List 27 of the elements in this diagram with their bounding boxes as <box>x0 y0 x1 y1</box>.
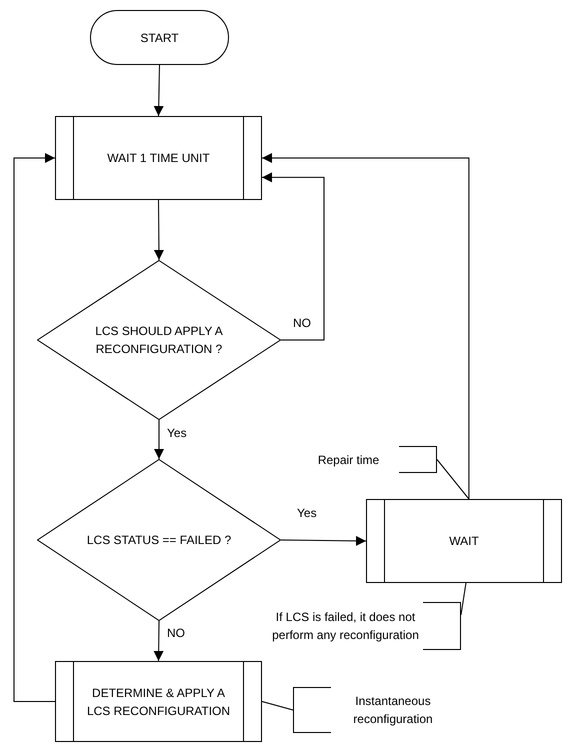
node-label: WAIT <box>449 533 479 550</box>
arrow <box>154 64 164 116</box>
node-label: DETERMINE & APPLY A LCS RECONFIGURATION <box>86 684 232 720</box>
edge-label: Yes <box>296 506 318 520</box>
node-label: If LCS is failed, it does not perform any reconfiguration <box>271 609 420 644</box>
node-label: LCS SHOULD APPLY A RECONFIGURATION ? <box>94 323 224 358</box>
arrow <box>154 420 164 460</box>
leader-line <box>436 459 470 500</box>
arrow <box>262 172 324 340</box>
predefined-process-box <box>55 116 262 200</box>
node-label: WAIT 1 TIME UNIT <box>107 150 210 167</box>
node-label: START <box>140 30 179 46</box>
arrow <box>280 536 366 546</box>
edge-label: NO <box>166 626 186 640</box>
leader-line <box>460 582 466 616</box>
edge-label: NO <box>292 316 312 330</box>
arrow <box>262 153 470 500</box>
node-label: Repair time <box>318 452 380 468</box>
arrow <box>154 620 164 662</box>
predefined-process-box <box>366 499 562 583</box>
edge-label: Yes <box>166 426 188 440</box>
leader-line <box>262 701 294 710</box>
arrow <box>14 153 56 702</box>
node-label: Instantaneous reconfiguration <box>352 693 434 728</box>
arrow <box>154 200 164 260</box>
node-label: LCS STATUS == FAILED ? <box>86 532 232 549</box>
predefined-process-box <box>55 661 262 742</box>
